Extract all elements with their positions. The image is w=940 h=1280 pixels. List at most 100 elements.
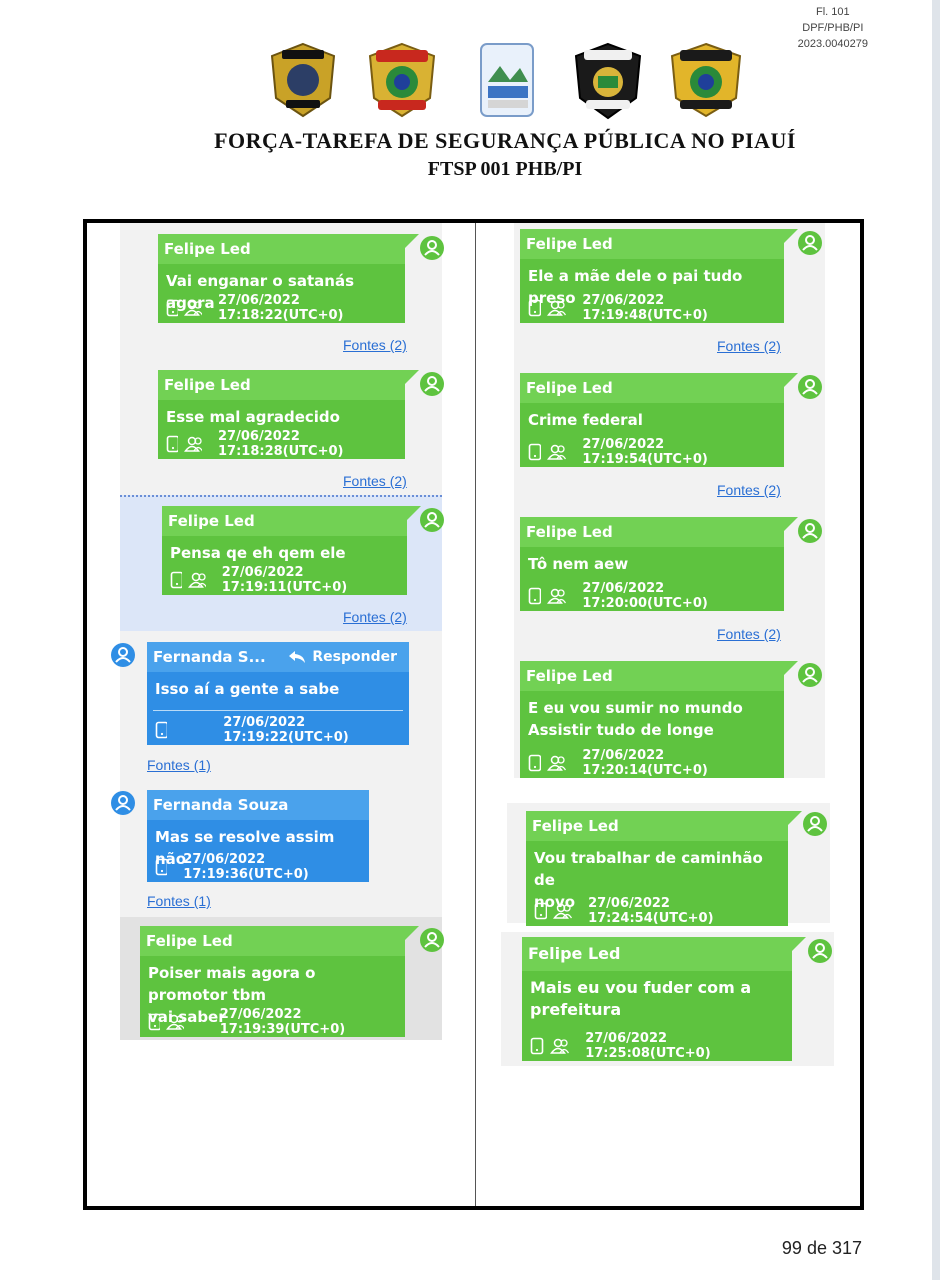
message-text: Isso aí a gente a sabe xyxy=(155,680,340,698)
reply-button[interactable]: Responder xyxy=(288,642,397,672)
user-avatar-icon xyxy=(798,663,822,687)
sender-name: Fernanda Souza xyxy=(147,790,369,820)
sources-link[interactable]: Fontes (1) xyxy=(147,757,211,773)
message-timestamp: 27/06/2022 17:19:36(UTC+0) xyxy=(183,852,309,882)
phone-icon xyxy=(166,435,179,453)
page-number: 99 de 317 xyxy=(781,1238,862,1258)
message-bubble[interactable]: Fernanda S... Responder Isso aí a gente … xyxy=(147,642,409,745)
contacts-icon xyxy=(184,300,203,316)
contacts-icon xyxy=(547,444,567,460)
sender-name: Felipe Led xyxy=(162,506,407,536)
sources-link[interactable]: Fontes (2) xyxy=(343,609,407,625)
message-timestamp: 27/06/2022 17:25:08(UTC+0) xyxy=(585,1031,711,1061)
sender-name: Felipe Led xyxy=(140,926,405,956)
user-avatar-icon xyxy=(798,519,822,543)
policia-rodoviaria-federal-badge xyxy=(670,42,742,118)
sender-name: Felipe Led xyxy=(520,373,784,403)
document-stamp: Fl. 101 DPF/PHB/PI 2023.0040279 xyxy=(798,4,868,52)
message-timestamp: 27/06/2022 17:20:14(UTC+0) xyxy=(582,748,708,778)
message-text: Vai enganar o satanás agora xyxy=(166,272,355,312)
sender-name: Felipe Led xyxy=(526,811,788,841)
message-text: E eu vou sumir no mundo Assistir tudo de… xyxy=(528,699,743,739)
sources-link[interactable]: Fontes (2) xyxy=(717,626,781,642)
user-avatar-icon xyxy=(420,372,444,396)
message-meta: 27/06/2022 17:19:54(UTC+0) xyxy=(528,437,784,467)
message-meta: 27/06/2022 17:20:14(UTC+0) xyxy=(528,748,784,778)
phone-icon xyxy=(528,587,542,605)
phone-icon xyxy=(528,754,542,772)
message-text: Crime federal xyxy=(528,411,643,429)
message-bubble[interactable]: Felipe Led Poiser mais agora o promotor … xyxy=(140,926,419,1037)
phone-icon xyxy=(528,299,542,317)
user-avatar-icon xyxy=(420,508,444,532)
message-bubble[interactable]: Felipe Led Esse mal agradecido 27/06/202… xyxy=(158,370,419,459)
reply-label: Responder xyxy=(312,649,397,665)
message-meta: 27/06/2022 17:25:08(UTC+0) xyxy=(530,1031,792,1061)
contacts-icon xyxy=(549,1038,569,1054)
user-avatar-icon xyxy=(803,812,827,836)
phone-icon xyxy=(530,1037,544,1055)
contacts-icon xyxy=(166,1014,184,1030)
sender-name: Felipe Led xyxy=(158,234,405,264)
message-text: Tô nem aew xyxy=(528,555,629,573)
contacts-icon xyxy=(547,300,567,316)
phone-icon xyxy=(148,1013,161,1031)
message-meta: 27/06/2022 17:19:36(UTC+0) xyxy=(155,852,369,882)
message-timestamp: 27/06/2022 17:20:00(UTC+0) xyxy=(582,581,708,611)
stamp-unit: DPF/PHB/PI xyxy=(802,22,864,34)
contacts-icon xyxy=(553,903,573,919)
message-meta: 27/06/2022 17:18:28(UTC+0) xyxy=(166,429,405,459)
user-avatar-icon xyxy=(798,231,822,255)
message-meta: 27/06/2022 17:20:00(UTC+0) xyxy=(528,581,784,611)
message-timestamp: 27/06/2022 17:19:54(UTC+0) xyxy=(582,437,708,467)
sources-link[interactable]: Fontes (2) xyxy=(343,337,407,353)
message-text: Mas se resolve assim não xyxy=(155,828,335,868)
sender-name: Felipe Led xyxy=(520,661,784,691)
message-timestamp: 27/06/2022 17:19:48(UTC+0) xyxy=(582,293,708,323)
document-subtitle: FTSP 001 PHB/PI xyxy=(427,158,583,180)
document-title: FORÇA-TAREFA DE SEGURANÇA PÚBLICA NO PIA… xyxy=(214,128,796,153)
sources-link[interactable]: Fontes (2) xyxy=(717,338,781,354)
message-bubble[interactable]: Fernanda Souza Mas se resolve assim não … xyxy=(147,790,369,882)
message-meta: 27/06/2022 17:24:54(UTC+0) xyxy=(534,896,788,926)
message-bubble[interactable]: Felipe Led Mais eu vou fuder com a prefe… xyxy=(522,937,806,1061)
message-timestamp: 27/06/2022 17:19:22(UTC+0) xyxy=(223,715,349,745)
phone-icon xyxy=(534,902,548,920)
message-timestamp: 27/06/2022 17:24:54(UTC+0) xyxy=(588,896,714,926)
policia-federal-badge xyxy=(368,42,436,118)
sources-link[interactable]: Fontes (1) xyxy=(147,893,211,909)
message-timestamp: 27/06/2022 17:18:22(UTC+0) xyxy=(218,293,344,323)
message-bubble[interactable]: Felipe Led Vai enganar o satanás agora 2… xyxy=(158,234,419,323)
contacts-icon xyxy=(547,588,567,604)
scrollbar-edge xyxy=(932,0,940,1280)
user-avatar-icon xyxy=(111,791,135,815)
message-bubble[interactable]: Felipe Led Ele a mãe dele o pai tudo pre… xyxy=(520,229,798,323)
stamp-process: 2023.0040279 xyxy=(797,38,868,50)
message-text: Poiser mais agora o promotor tbm vai sab… xyxy=(148,964,316,1026)
sources-link[interactable]: Fontes (2) xyxy=(717,482,781,498)
phone-icon xyxy=(155,858,168,876)
contacts-icon xyxy=(188,572,206,588)
stamp-folio: Fl. 101 xyxy=(816,6,850,18)
phone-icon xyxy=(170,571,183,589)
message-bubble[interactable]: Felipe Led Vou trabalhar de caminhão de … xyxy=(526,811,802,926)
message-text: Pensa qe eh qem ele xyxy=(170,544,346,562)
message-meta: 27/06/2022 17:19:22(UTC+0) xyxy=(155,715,409,745)
message-text: Mais eu vou fuder com a prefeitura xyxy=(530,978,752,1019)
phone-icon xyxy=(528,443,542,461)
message-bubble[interactable]: Felipe Led Pensa qe eh qem ele 27/06/202… xyxy=(162,506,421,595)
sources-link[interactable]: Fontes (2) xyxy=(343,473,407,489)
column-divider xyxy=(475,223,476,1206)
message-bubble[interactable]: Felipe Led E eu vou sumir no mundo Assis… xyxy=(520,661,798,778)
message-meta: 27/06/2022 17:18:22(UTC+0) xyxy=(166,293,405,323)
message-bubble[interactable]: Felipe Led Tô nem aew 27/06/2022 17:20:0… xyxy=(520,517,798,611)
user-avatar-icon xyxy=(420,236,444,260)
message-text: Esse mal agradecido xyxy=(166,408,340,426)
policia-civil-badge xyxy=(270,42,336,118)
sender-name: Felipe Led xyxy=(158,370,405,400)
phone-icon xyxy=(166,299,179,317)
sender-name: Fernanda S... xyxy=(147,642,409,672)
message-bubble[interactable]: Felipe Led Crime federal 27/06/2022 17:1… xyxy=(520,373,798,467)
sender-name: Felipe Led xyxy=(520,517,784,547)
message-meta: 27/06/2022 17:19:39(UTC+0) xyxy=(148,1007,405,1037)
